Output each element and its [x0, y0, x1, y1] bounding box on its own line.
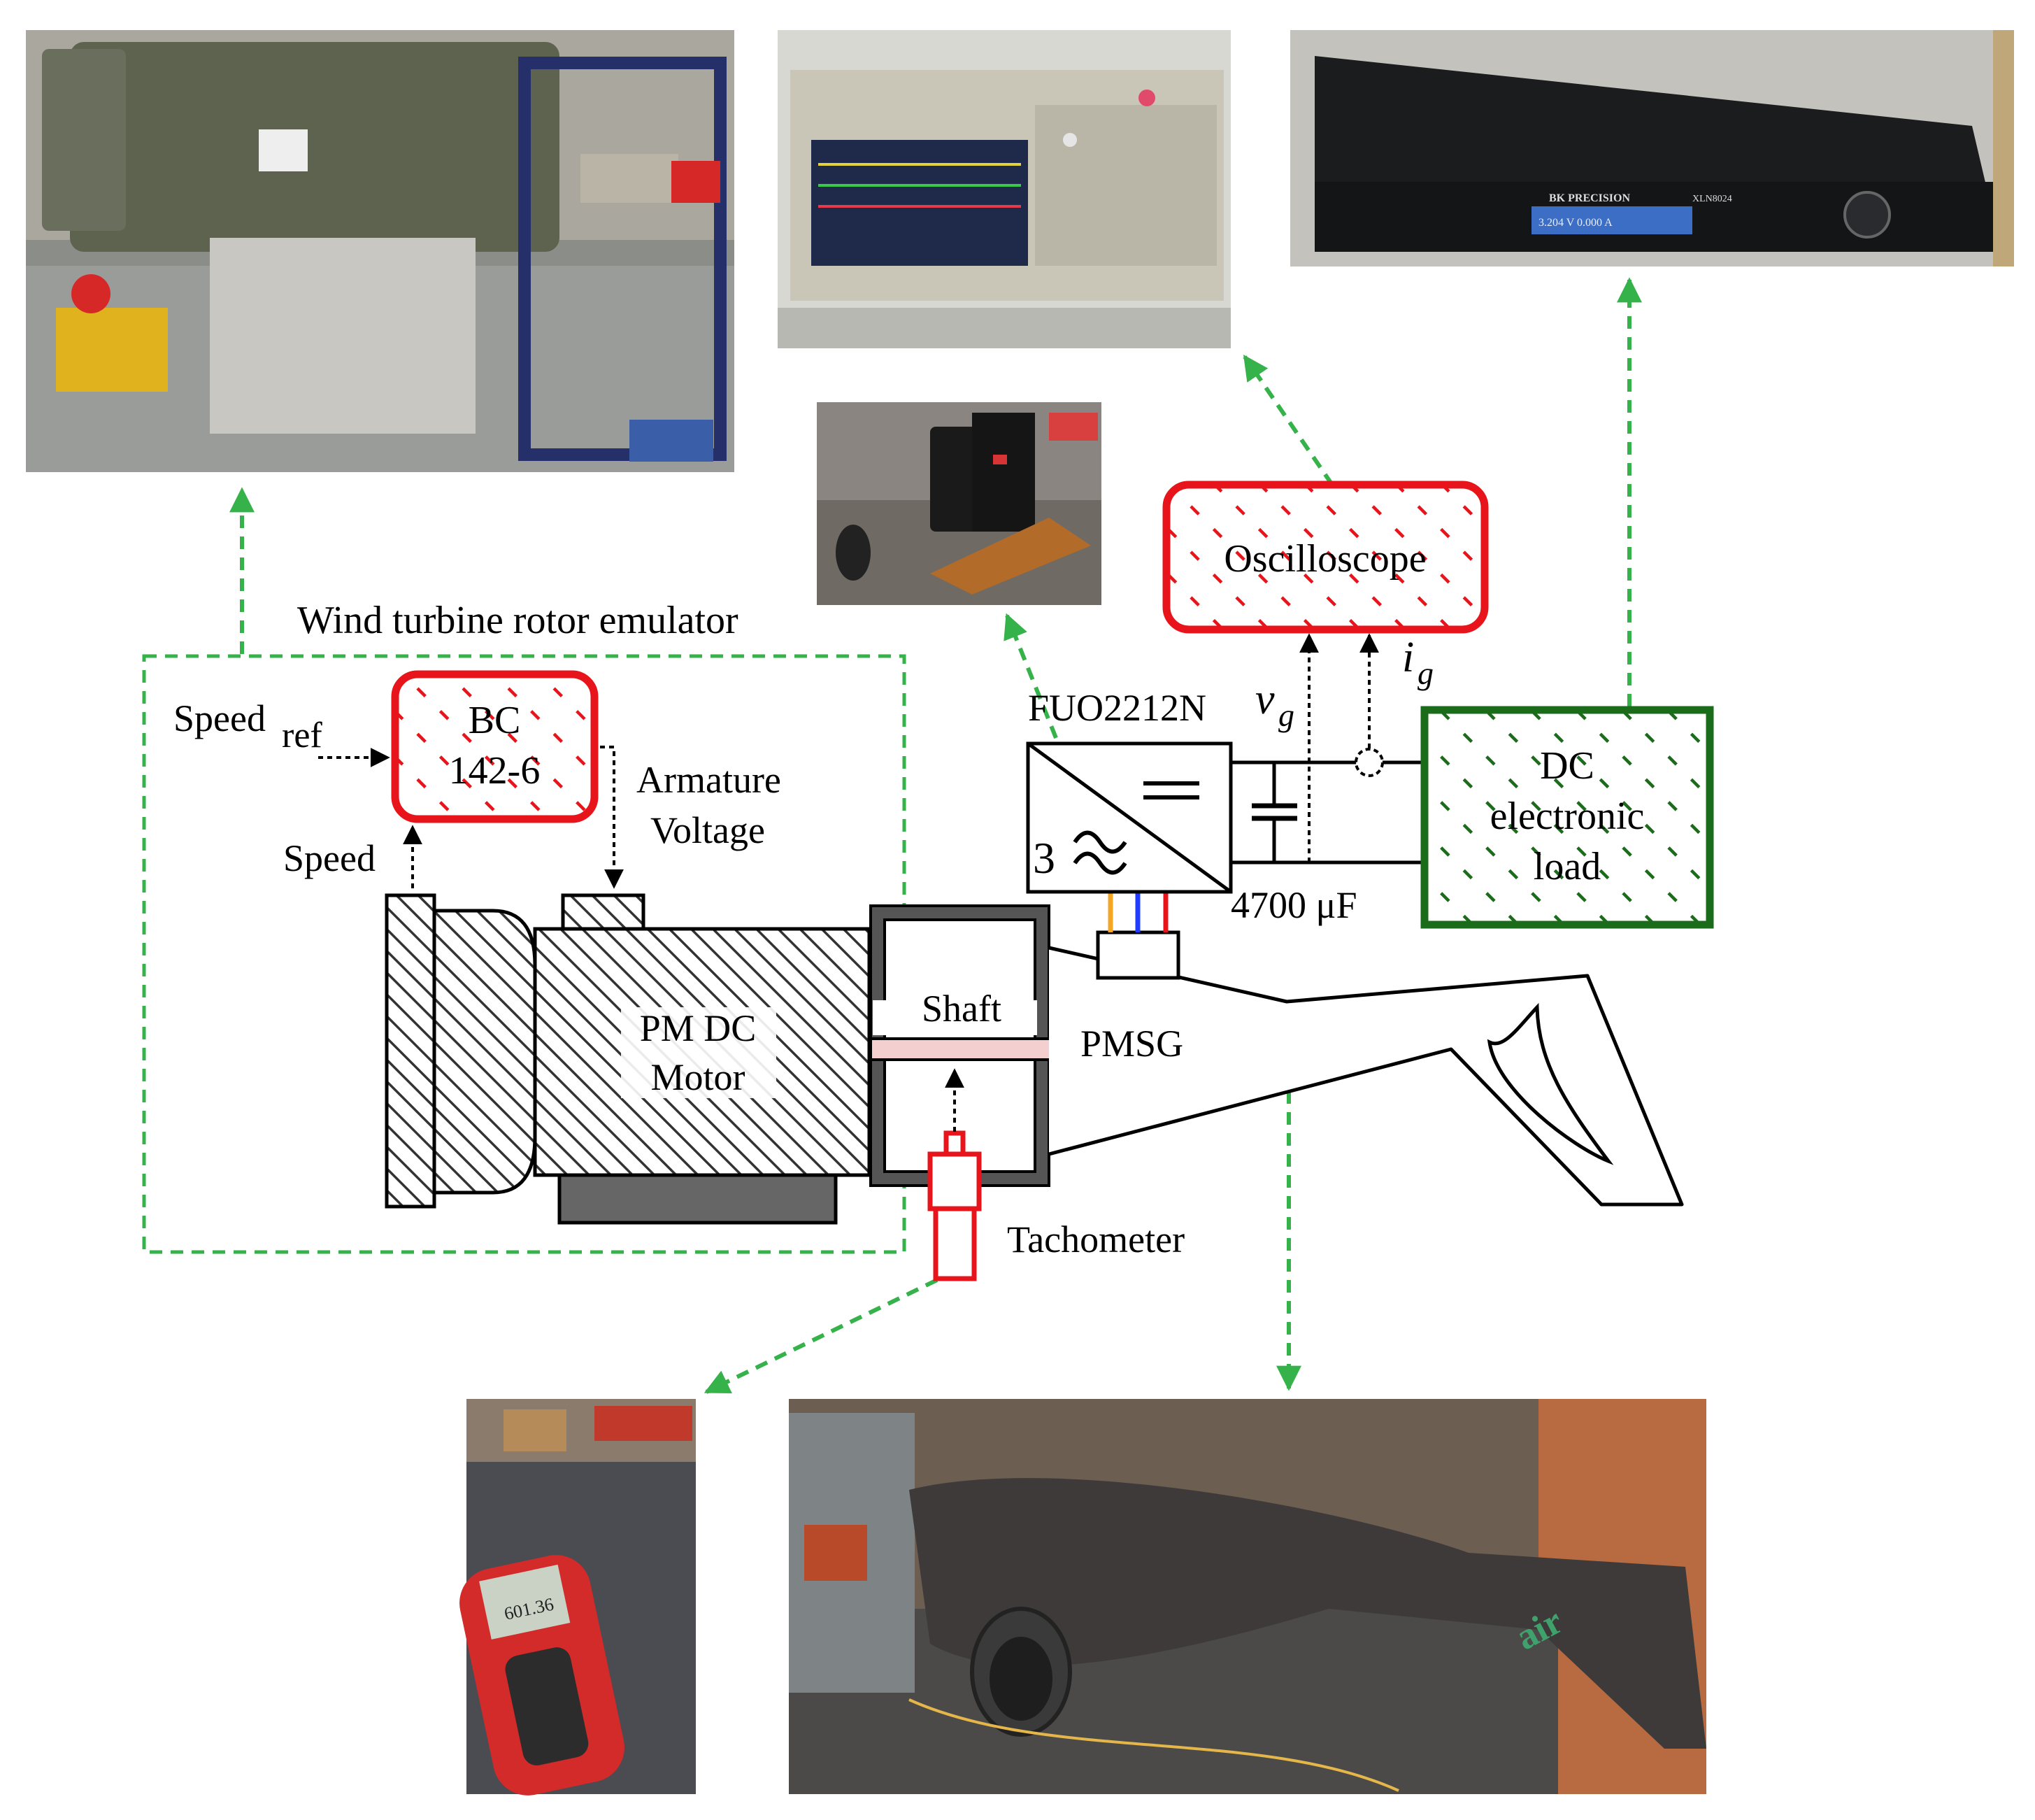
- power-supply-photo: BK PRECISION XLN8024 3.204 V 0.000 A: [1290, 30, 2014, 266]
- ig-label: i: [1402, 634, 1414, 681]
- power-supply-reading: 3.204 V 0.000 A: [1538, 217, 1613, 229]
- motor-terminal-box: [561, 893, 645, 931]
- load-label-line2: electronic: [1490, 795, 1645, 838]
- tachometer-label: Tachometer: [1007, 1218, 1185, 1260]
- tachometer-photo: 601.36: [459, 1399, 696, 1796]
- oscilloscope-block: Oscilloscope: [1162, 481, 1489, 634]
- armature-voltage-arrow: [600, 746, 624, 889]
- dc-bus: [1231, 760, 1452, 865]
- speed-ref-label: Speed: [173, 697, 266, 739]
- motor-base: [557, 1173, 838, 1225]
- pmsg-terminal-box: [1096, 930, 1180, 980]
- motor-label-backdrop: [621, 1007, 776, 1098]
- current-sensor: [1355, 748, 1384, 777]
- speed-label: Speed: [283, 837, 376, 879]
- pmsg-turbine-outline: [1048, 946, 1684, 1207]
- rectifier-board-photo: [817, 402, 1101, 605]
- link-rectifier-to-photo: [1004, 613, 1058, 739]
- emulator-label: Wind turbine rotor emulator: [297, 599, 738, 642]
- tachometer-sensor: [927, 1130, 982, 1281]
- power-supply-model: XLN8024: [1692, 194, 1732, 204]
- pmsg-label: PMSG: [1080, 1023, 1183, 1065]
- vg-subscript: g: [1278, 697, 1294, 733]
- dc-load-block: DC electronic load: [1420, 706, 1714, 929]
- motor-end-cap: [385, 893, 436, 1209]
- ig-subscript: g: [1418, 655, 1434, 691]
- vg-label: v: [1255, 676, 1275, 723]
- ac-symbol-wave1: [1073, 830, 1127, 854]
- rectifier-phase-number: 3: [1033, 833, 1055, 883]
- motor-rig-photo: [26, 30, 734, 472]
- power-supply-brand: BK PRECISION: [1549, 192, 1630, 204]
- motor-label-line2: Motor: [651, 1056, 745, 1098]
- ac-symbol-wave2: [1073, 851, 1127, 875]
- capacitor-label: 4700 μF: [1231, 884, 1357, 926]
- oscilloscope-label: Oscilloscope: [1224, 537, 1426, 581]
- load-label-line1: DC: [1540, 744, 1594, 788]
- armature-label-line2: Voltage: [650, 809, 765, 851]
- shaft-label: Shaft: [922, 988, 1001, 1030]
- link-tachometer-to-photo: [704, 1278, 938, 1394]
- bc-controller-block: BC 142-6: [391, 670, 599, 823]
- turbine-photo: air: [789, 1399, 1706, 1794]
- armature-label-line1: Armature: [636, 759, 781, 801]
- rectifier-block: 3: [1026, 741, 1233, 894]
- motor-front-housing: [432, 909, 537, 1195]
- motor-label-line1: PM DC: [640, 1007, 757, 1049]
- bc-label-line2: 142-6: [449, 749, 541, 792]
- oscilloscope-photo: [778, 30, 1231, 348]
- load-label-line3: load: [1534, 845, 1601, 888]
- turbine-blade-cutout: [1487, 1002, 1614, 1165]
- rectifier-label: FUO2212N: [1028, 687, 1206, 729]
- speed-ref-subscript: ref: [282, 716, 322, 755]
- photo-link-arrows: [229, 277, 1642, 1394]
- link-oscilloscope-to-photo: [1243, 355, 1334, 486]
- bc-label-line1: BC: [469, 699, 521, 742]
